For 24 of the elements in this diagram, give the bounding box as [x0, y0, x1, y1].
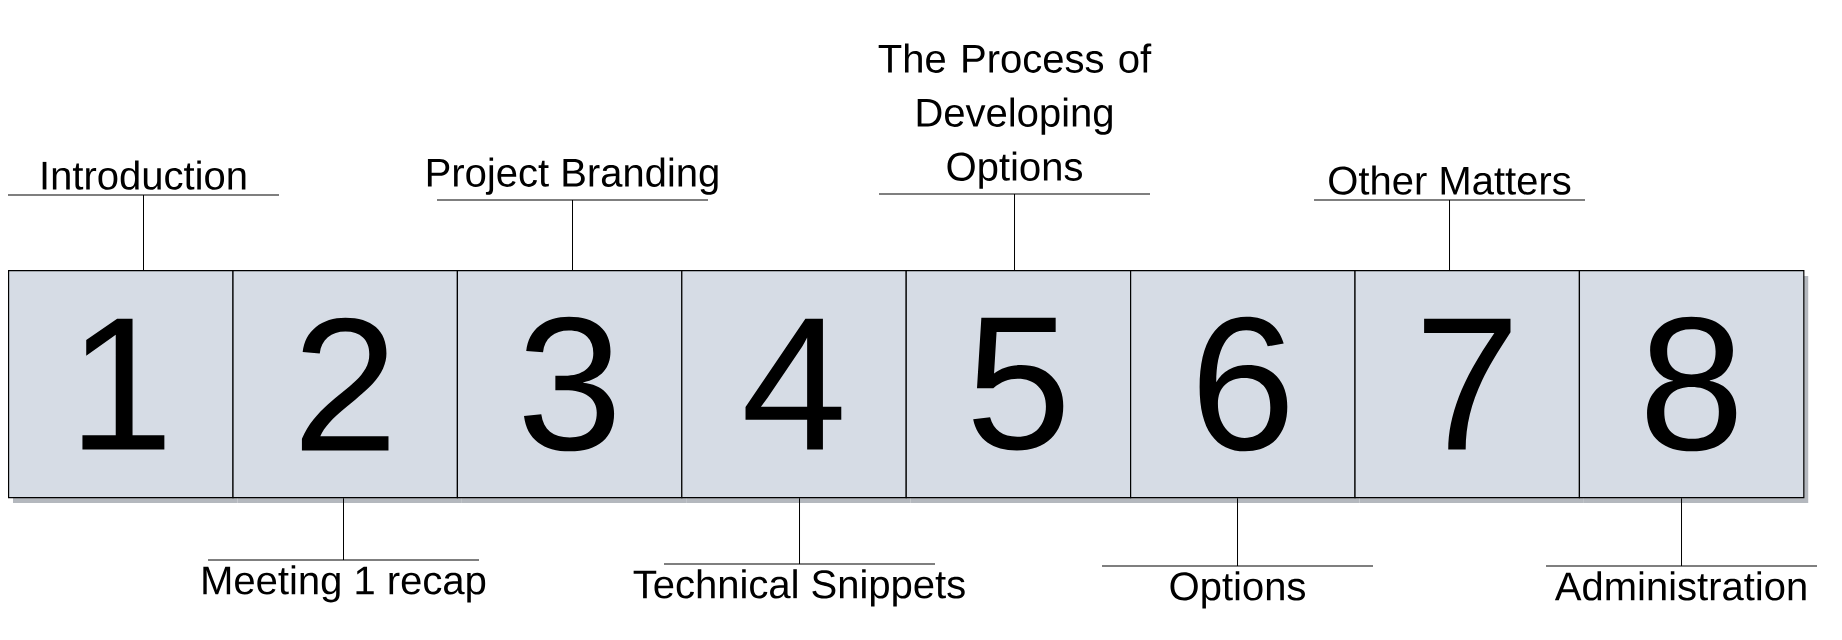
leader-line	[343, 497, 344, 561]
heading-label: Meeting 1 recap	[203, 559, 486, 603]
heading-label: Other Matters	[1313, 165, 1586, 201]
number-box: 1	[8, 270, 238, 503]
leader-line	[1449, 199, 1450, 271]
number-box: 3	[456, 270, 687, 503]
leader-line	[572, 199, 573, 271]
heading-label: Introduction	[7, 160, 280, 196]
heading-label: Project Branding	[427, 157, 718, 201]
number-box: 6	[1130, 270, 1360, 503]
number-box: 7	[1354, 270, 1584, 503]
heading-label: Technical Snippets	[633, 563, 965, 607]
leader-line	[1681, 497, 1682, 567]
number-box: 5	[905, 270, 1135, 503]
number-box: 8	[1578, 270, 1809, 503]
heading-label: Options	[1101, 565, 1374, 609]
leader-line	[143, 194, 144, 271]
leader-line	[1014, 193, 1015, 271]
number-box: 4	[681, 270, 911, 503]
number-box: 2	[232, 270, 462, 503]
heading-label: The Process of Developing Options	[878, 43, 1152, 195]
leader-line	[799, 497, 800, 565]
heading-label: Administration	[1545, 565, 1818, 601]
leader-line	[1237, 497, 1238, 567]
